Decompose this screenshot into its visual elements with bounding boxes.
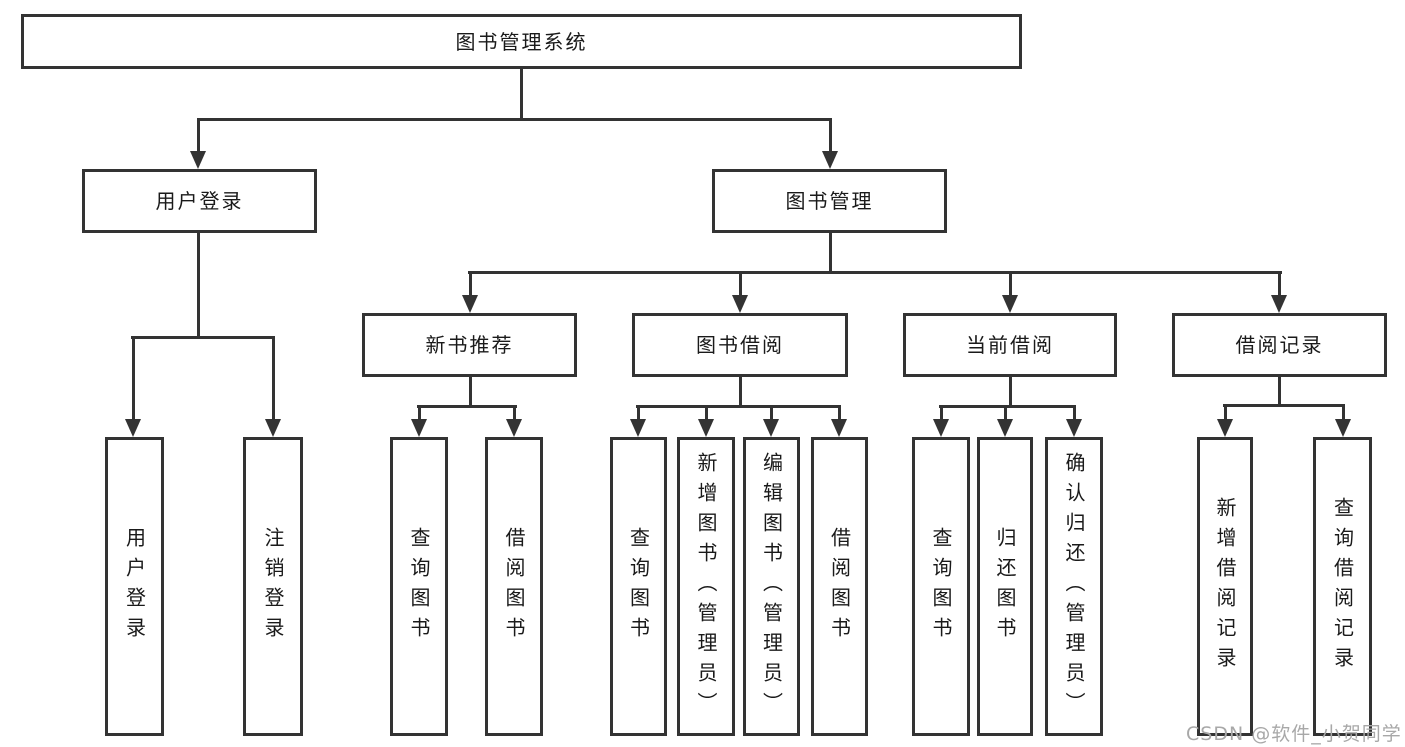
node-label: 编辑图书（管理员） [759, 451, 784, 722]
leaf-add-borrow-record: 新增借阅记录 [1197, 437, 1253, 736]
arrowhead-down-icon [997, 419, 1013, 437]
csdn-watermark: CSDN @软件_小贺同学 [1186, 723, 1402, 745]
leaf-confirm-return-admin: 确认归还（管理员） [1045, 437, 1103, 736]
node-label: 新增图书（管理员） [694, 451, 718, 722]
node-label: 查询图书 [626, 526, 651, 647]
node-label: 借阅图书 [502, 526, 526, 647]
connector-line [770, 405, 773, 419]
arrowhead-down-icon [630, 419, 646, 437]
leaf-query-books-current: 查询图书 [912, 437, 970, 736]
node-label: 图书管理 [785, 189, 874, 213]
leaf-add-books-admin: 新增图书（管理员） [677, 437, 735, 736]
connector-line [838, 405, 841, 419]
arrowhead-down-icon [763, 419, 779, 437]
leaf-borrow-books-borrowing: 借阅图书 [811, 437, 868, 736]
node-label: 图书管理系统 [455, 29, 588, 54]
node-label: 借阅图书 [827, 526, 852, 647]
connector-line [1009, 377, 1012, 408]
connector-line [636, 405, 841, 408]
leaf-query-books-recommend: 查询图书 [390, 437, 448, 736]
connector-line [1004, 405, 1007, 419]
node-label: 当前借阅 [966, 333, 1054, 357]
arrowhead-down-icon [822, 151, 838, 169]
connector-line [131, 336, 275, 339]
connector-line [1224, 404, 1227, 419]
arrowhead-down-icon [125, 419, 141, 437]
connector-line [197, 233, 200, 336]
arrowhead-down-icon [411, 419, 427, 437]
connector-line [469, 271, 472, 295]
node-label: 图书借阅 [696, 333, 784, 357]
arrowhead-down-icon [1066, 419, 1082, 437]
connector-line [272, 336, 275, 419]
connector-line [739, 271, 742, 295]
node-current-borrowing: 当前借阅 [903, 313, 1117, 377]
node-label: 确认归还（管理员） [1062, 451, 1086, 722]
arrowhead-down-icon [698, 419, 714, 437]
connector-line [939, 405, 1076, 408]
node-label: 用户登录 [122, 526, 147, 647]
node-book-management: 图书管理 [712, 169, 947, 233]
connector-line [132, 336, 135, 419]
connector-line [418, 405, 421, 419]
connector-line [417, 405, 517, 408]
node-library-management-system: 图书管理系统 [21, 14, 1022, 69]
connector-line [739, 377, 742, 408]
connector-line [513, 405, 516, 419]
arrowhead-down-icon [265, 419, 281, 437]
arrowhead-down-icon [1271, 295, 1287, 313]
connector-line [1278, 271, 1281, 295]
node-label: 查询图书 [929, 526, 953, 647]
leaf-edit-books-admin: 编辑图书（管理员） [743, 437, 800, 736]
connector-line [1073, 405, 1076, 419]
node-user-login: 用户登录 [82, 169, 317, 233]
node-book-borrowing: 图书借阅 [632, 313, 848, 377]
arrowhead-down-icon [462, 295, 478, 313]
node-label: 查询图书 [407, 526, 431, 647]
connector-line [520, 69, 523, 120]
connector-line [197, 118, 200, 152]
connector-line [1342, 404, 1345, 419]
connector-line [1009, 271, 1012, 295]
leaf-user-login: 用户登录 [105, 437, 164, 736]
node-label: 用户登录 [155, 189, 244, 213]
arrowhead-down-icon [1335, 419, 1351, 437]
node-new-book-recommendation: 新书推荐 [362, 313, 577, 377]
node-label: 注销登录 [261, 526, 285, 647]
arrowhead-down-icon [933, 419, 949, 437]
connector-line [197, 118, 831, 121]
connector-line [829, 233, 832, 274]
leaf-logout: 注销登录 [243, 437, 303, 736]
connector-line [1223, 404, 1345, 407]
node-label: 查询借阅记录 [1330, 496, 1355, 677]
node-label: 新增借阅记录 [1213, 496, 1237, 677]
leaf-query-books-borrowing: 查询图书 [610, 437, 667, 736]
connector-line [468, 271, 1282, 274]
leaf-borrow-books-recommend: 借阅图书 [485, 437, 543, 736]
node-label: 新书推荐 [425, 333, 514, 357]
arrowhead-down-icon [506, 419, 522, 437]
leaf-return-books: 归还图书 [977, 437, 1033, 736]
arrowhead-down-icon [1002, 295, 1018, 313]
connector-line [1278, 377, 1281, 407]
node-label: 借阅记录 [1235, 333, 1324, 357]
arrowhead-down-icon [831, 419, 847, 437]
arrowhead-down-icon [732, 295, 748, 313]
arrowhead-down-icon [190, 151, 206, 169]
connector-line [469, 377, 472, 408]
connector-line [705, 405, 708, 419]
arrowhead-down-icon [1217, 419, 1233, 437]
node-label: 归还图书 [993, 526, 1017, 647]
connector-line [637, 405, 640, 419]
connector-line [940, 405, 943, 419]
leaf-query-borrow-record: 查询借阅记录 [1313, 437, 1372, 736]
connector-line [829, 118, 832, 152]
node-borrowing-records: 借阅记录 [1172, 313, 1387, 377]
